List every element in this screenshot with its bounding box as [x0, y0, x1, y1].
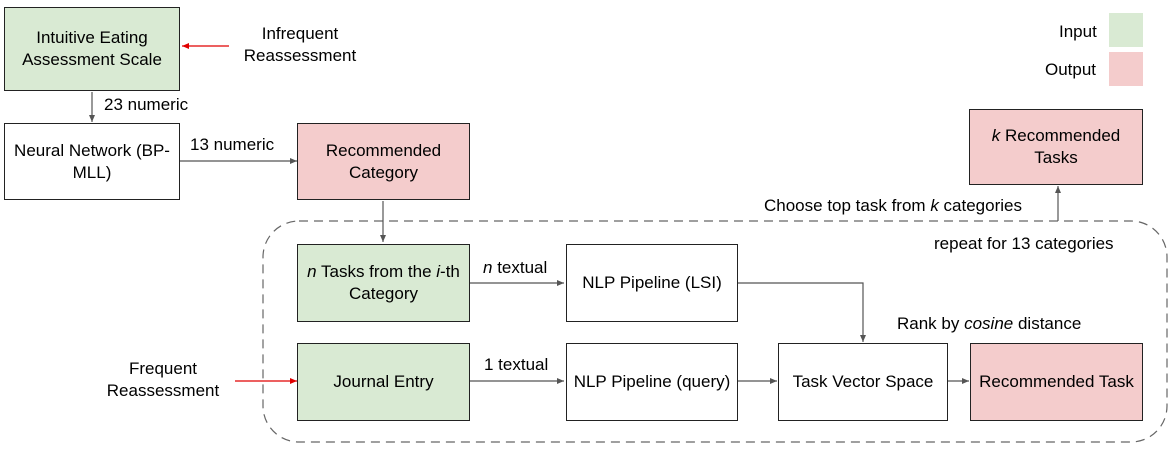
intuitive-eating-assessment-scale-node: Intuitive Eating Assessment Scale	[4, 7, 180, 91]
recommended-category-line-2: Category	[349, 162, 418, 182]
frequent-line-2: Reassessment	[106, 381, 220, 400]
recommended-category-node: Recommended Category	[297, 123, 470, 200]
legend-input-swatch	[1109, 13, 1143, 47]
numeric-13-label: 13 numeric	[190, 135, 275, 154]
legend-input-label: Input	[1059, 22, 1097, 41]
n-tasks-line-1-rest: Tasks from the	[316, 262, 432, 281]
k-recommended-tasks-node: k Recommended Tasks	[969, 109, 1143, 185]
nlp-pipeline-query-line-1: NLP Pipeline	[573, 372, 672, 391]
k-recommended-tasks-line-2: Tasks	[1034, 148, 1078, 167]
nlp-pipeline-lsi-label: NLP Pipeline (LSI)	[582, 273, 722, 292]
choose-top-suffix: categories	[938, 196, 1022, 215]
choose-top-prefix: Choose top task from	[764, 196, 931, 215]
choose-top-task-label: Choose top task from k categories	[764, 195, 1022, 217]
k-recommended-tasks-line-1: k Recommended	[992, 126, 1121, 145]
n-tasks-line-1: n Tasks from the	[307, 262, 431, 281]
task-vector-space-node: Task Vector Space	[778, 343, 948, 421]
k-variable: k	[991, 126, 1001, 145]
neural-network-line-2: (BP-MLL)	[72, 140, 170, 182]
n-textual-rest: textual	[492, 258, 548, 277]
journal-entry-label: Journal Entry	[333, 372, 434, 391]
n-textual-label: n textual	[483, 257, 547, 279]
recommended-category-line-1: Recommended	[325, 140, 442, 160]
recommended-task-line-1: Recommended	[979, 372, 1095, 391]
neural-network-node: Neural Network (BP-MLL)	[4, 123, 180, 200]
infrequent-line-2: Reassessment	[243, 46, 357, 65]
n-tasks-line-2: i-th Category	[349, 262, 460, 303]
recommended-task-node: Recommended Task	[970, 343, 1143, 421]
i-variable: i	[436, 262, 441, 281]
n-tasks-line-2-rest: -th Category	[349, 262, 460, 303]
frequent-reassessment-label: Frequent Reassessment	[100, 358, 226, 402]
rank-prefix: Rank by	[897, 314, 965, 333]
textual-1-label: 1 textual	[484, 355, 549, 374]
nlp-pipeline-lsi-node: NLP Pipeline (LSI)	[566, 244, 738, 322]
repeat-loop-region	[262, 220, 1168, 443]
k-recommended-tasks-line-1-rest: Recommended	[1000, 126, 1121, 145]
legend-output-swatch	[1109, 52, 1143, 86]
journal-entry-node: Journal Entry	[297, 343, 470, 421]
infrequent-line-1: Infrequent	[261, 24, 339, 43]
numeric-23-label: 23 numeric	[104, 95, 189, 114]
infrequent-reassessment-label: Infrequent Reassessment	[238, 23, 362, 67]
n-textual-variable: n	[483, 258, 493, 277]
choose-top-k-variable: k	[930, 196, 939, 215]
task-vector-space-label: Task Vector Space	[792, 372, 934, 391]
rank-cosine: cosine	[964, 314, 1014, 333]
rank-label: Rank by cosine distance	[897, 313, 1081, 335]
recommended-task-line-2: Task	[1098, 372, 1134, 391]
ieas-line-2: Assessment Scale	[22, 50, 162, 69]
nlp-pipeline-query-node: NLP Pipeline (query)	[566, 343, 738, 421]
frequent-line-1: Frequent	[128, 359, 198, 378]
ieas-line-1: Intuitive Eating	[36, 28, 148, 47]
repeat-label: repeat for 13 categories	[934, 234, 1114, 253]
nlp-pipeline-query-line-2: (query)	[676, 372, 731, 391]
neural-network-line-1: Neural Network	[14, 140, 132, 160]
legend-output-label: Output	[1045, 60, 1097, 79]
arrow-lsi-to-vectorspace	[738, 282, 866, 342]
rank-suffix: distance	[1013, 314, 1082, 333]
n-variable: n	[307, 262, 317, 281]
n-tasks-from-category-node: n Tasks from the i-th Category	[297, 244, 470, 322]
